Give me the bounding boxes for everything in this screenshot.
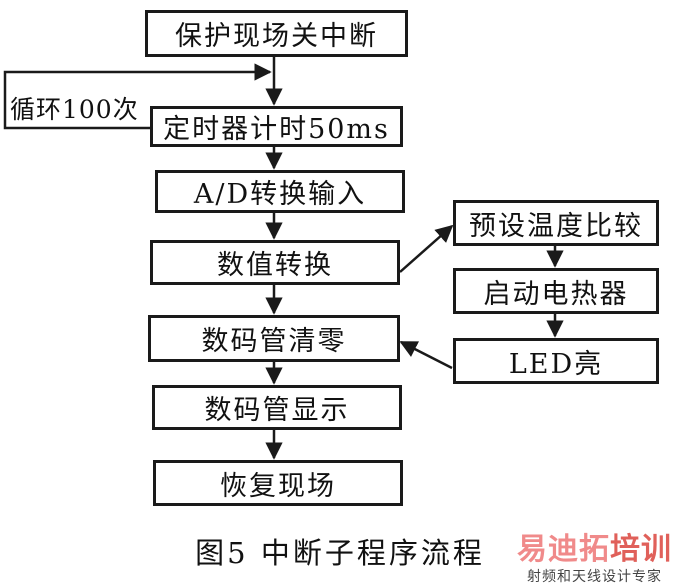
node-restore-context: 恢复现场 [153, 460, 403, 506]
loop-label: 循环100次 [10, 90, 139, 126]
node-display-show: 数码管显示 [152, 385, 402, 430]
node-value-convert: 数值转换 [150, 240, 400, 285]
watermark-tagline: 射频和天线设计专家 [527, 569, 662, 585]
node-adc-input: A/D转换输入 [155, 170, 405, 213]
node-start-heater: 启动电热器 [453, 268, 659, 314]
figure-caption: 图5 中断子程序流程 [195, 536, 485, 570]
watermark-logo: 易迪拓培训 射频和天线设计专家 [517, 524, 672, 586]
arrow-led-to-clear [399, 340, 453, 370]
node-display-clear: 数码管清零 [148, 315, 400, 362]
arrow-convert-to-compare [399, 224, 454, 273]
watermark-brand-b: 培训 [610, 532, 672, 567]
node-timer: 定时器计时50ms [150, 106, 403, 147]
node-protect-context: 保护现场关中断 [145, 10, 408, 57]
node-led-on: LED亮 [453, 338, 659, 384]
loop-back-line [3, 63, 272, 130]
node-temp-compare: 预设温度比较 [453, 200, 659, 246]
watermark-brand-a: 易迪拓 [517, 532, 610, 567]
